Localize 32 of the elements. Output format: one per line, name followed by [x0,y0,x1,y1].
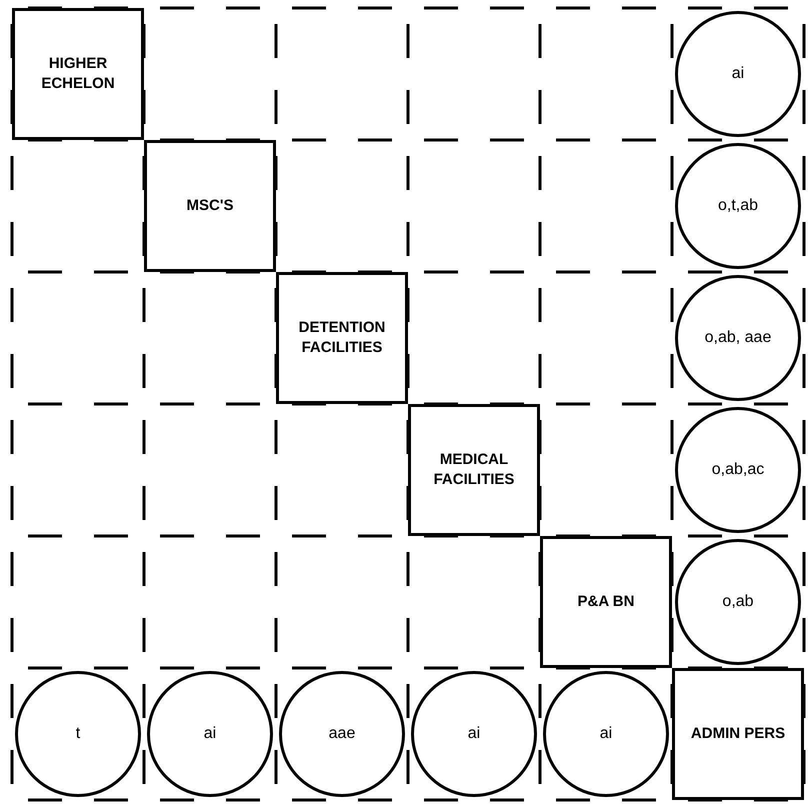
function-box [276,272,408,404]
function-box [144,140,276,272]
interface-code: o,ab, aae [704,328,772,348]
interface-circle [675,143,801,269]
function-name: MSC'S [186,196,234,216]
interface-code: o,ab,ac [710,460,766,480]
interface-circle [147,671,273,797]
function-name: DETENTION FACILITIES [298,318,386,358]
interface-circle [675,11,801,137]
interface-code: o,t,ab [716,196,760,216]
function-box [12,8,144,140]
interface-code: t [74,724,82,744]
interface-circle [279,671,405,797]
interface-circle [675,407,801,533]
function-box [540,536,672,668]
interface-circle [543,671,669,797]
interface-circle [675,539,801,665]
function-name: HIGHER ECHELON [40,54,116,94]
function-name: ADMIN PERS [690,724,786,744]
function-box [672,668,804,800]
interface-code: ai [730,64,746,84]
function-box [408,404,540,536]
interface-code: aae [328,724,356,744]
interface-code: o,ab [721,592,755,612]
interface-circle [411,671,537,797]
interface-code: ai [466,724,482,744]
function-name: P&A BN [576,592,636,612]
interface-code: ai [202,724,218,744]
interface-code: ai [598,724,614,744]
interface-circle [15,671,141,797]
function-name: MEDICAL FACILITIES [432,450,516,490]
interface-circle [675,275,801,401]
